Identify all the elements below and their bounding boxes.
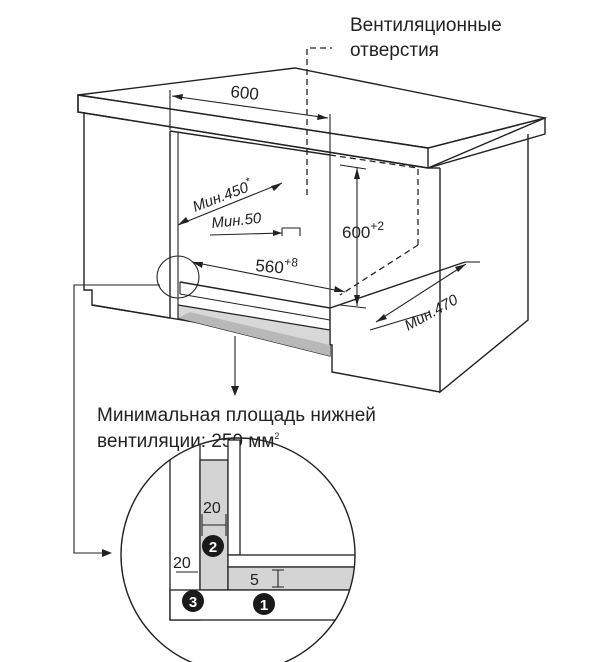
- bottom-vent-pointer: [231, 336, 239, 396]
- dim-min50-label: Мин.50: [211, 210, 263, 232]
- detail-callout-leader: [73, 255, 200, 557]
- detail-20-top-label: 20: [203, 500, 221, 517]
- dim-min470: [369, 261, 480, 331]
- detail-zoom: [120, 437, 356, 662]
- marker-3: 3: [182, 590, 204, 612]
- svg-text:1: 1: [260, 597, 268, 614]
- dim-height-600-label: 600+2: [342, 219, 384, 242]
- dim-min450-label: Мин.450*: [190, 175, 256, 215]
- vent-openings-label-line1: Вентиляционные: [350, 15, 502, 36]
- dim-560-label: 560+8: [255, 252, 299, 279]
- countertop: [77, 67, 548, 169]
- dim-min50: [209, 230, 283, 236]
- dim-min450: [177, 182, 283, 226]
- dim-height-600: [339, 164, 367, 309]
- detail-20-left-label: 20: [173, 555, 191, 572]
- svg-text:2: 2: [209, 539, 217, 556]
- vent-openings-marker: [306, 47, 332, 195]
- detail-5-label: 5: [250, 572, 259, 589]
- bottom-vent-label-line1: Минимальная площадь нижней: [97, 405, 376, 426]
- marker-2: 2: [202, 535, 224, 557]
- vent-openings-label-line2: отверстия: [350, 40, 439, 61]
- dim-width-600-label: 600: [230, 82, 260, 104]
- dim-min470-label: Мин.470: [402, 291, 462, 334]
- marker-1: 1: [253, 593, 275, 615]
- svg-text:3: 3: [189, 594, 197, 611]
- cabinet-body: [83, 112, 529, 394]
- dim-width-600: [169, 90, 331, 155]
